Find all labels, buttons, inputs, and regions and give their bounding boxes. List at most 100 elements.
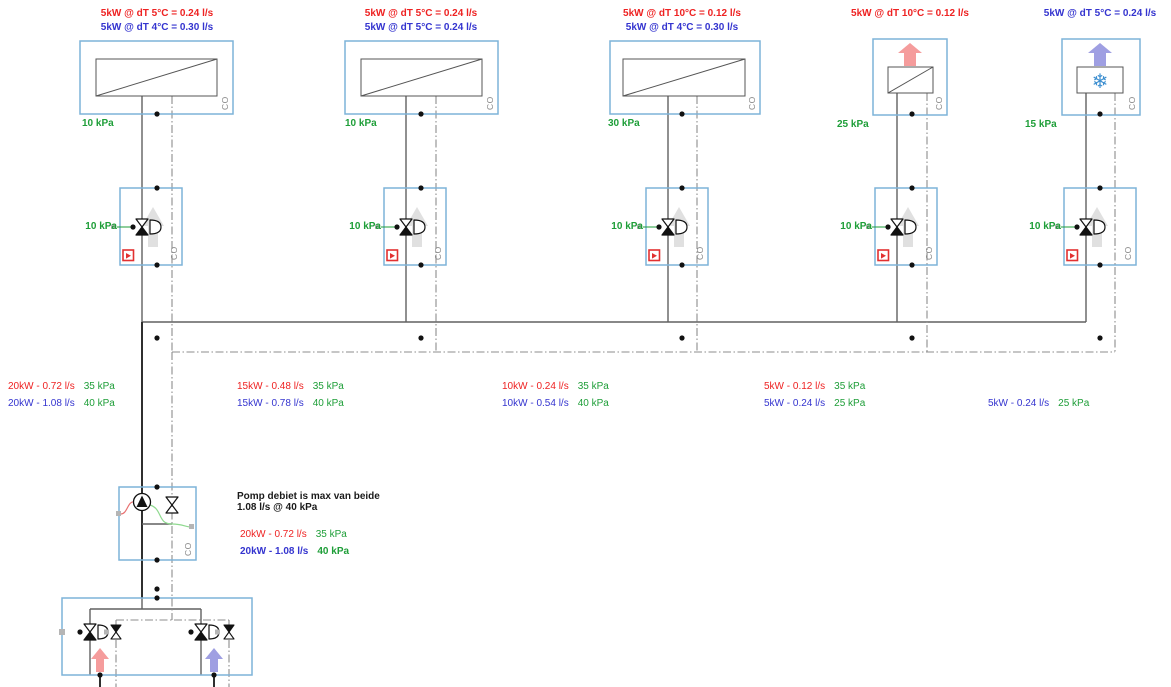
co-tag: CO [433, 246, 443, 260]
cooling-arrow-icon [205, 648, 223, 672]
trunk-label-2-heating: 15kW - 0.48 l/s 35 kPa [237, 381, 344, 392]
flow-value: 5kW - 0.24 l/s [988, 398, 1050, 409]
unit-2-heating-label: 5kW @ dT 5°C = 0.24 l/s [364, 8, 478, 19]
unit-1-pressure-label: 10 kPa [82, 118, 114, 129]
co-tag: CO [934, 96, 944, 110]
pressure-value: 40 kPa [317, 546, 350, 557]
cooling-arrow-icon [1088, 43, 1112, 66]
trunk-label-4-heating: 5kW - 0.12 l/s 35 kPa [764, 381, 865, 392]
co-tag: CO [1123, 246, 1133, 260]
handle-square [215, 629, 220, 635]
pump-icon [132, 492, 152, 512]
flow-value: 20kW - 1.08 l/s [240, 546, 309, 557]
terminal-unit-2[interactable]: CO [344, 40, 499, 115]
measure-point [1055, 224, 1060, 229]
pump-note-line1: Pomp debiet is max van beide [237, 491, 380, 502]
flow-value: 20kW - 0.72 l/s [8, 381, 75, 392]
flow-value: 10kW - 0.24 l/s [502, 381, 569, 392]
unit-4-heating-label: 5kW @ dT 10°C = 0.12 l/s [851, 8, 969, 19]
return-pipes [115, 93, 1116, 687]
unit-body [609, 40, 761, 115]
alert-icon [1066, 249, 1079, 262]
trunk-label-2-cooling: 15kW - 0.78 l/s 40 kPa [237, 398, 344, 409]
co-tag: CO [485, 96, 495, 110]
measure-point [637, 224, 642, 229]
radiator-icon [95, 58, 218, 97]
flow-value: 20kW - 1.08 l/s [8, 398, 75, 409]
heating-arrow-icon [91, 648, 109, 672]
terminal-unit-3[interactable]: CO [609, 40, 761, 115]
measure-point [375, 224, 380, 229]
unit-2-cooling-label: 5kW @ dT 5°C = 0.24 l/s [364, 22, 478, 33]
control-valve-icon [194, 623, 220, 641]
unit-2-pressure-label: 10 kPa [345, 118, 377, 129]
control-valve-icon [661, 218, 688, 236]
trunk-label-3-cooling: 10kW - 0.54 l/s 40 kPa [502, 398, 609, 409]
flow-value: 15kW - 0.78 l/s [237, 398, 304, 409]
terminal-unit-1[interactable]: CO [79, 40, 234, 115]
snowflake-icon: ❄ [1092, 69, 1109, 93]
measure-point [866, 224, 871, 229]
junction-dots [77, 111, 1103, 678]
trunk-label-5-cooling: 5kW - 0.24 l/s 25 kPa [988, 398, 1089, 409]
unit-3-heating-label: 5kW @ dT 10°C = 0.12 l/s [623, 8, 741, 19]
trunk-label-3-heating: 10kW - 0.24 l/s 35 kPa [502, 381, 609, 392]
control-valve-icon [399, 218, 426, 236]
co-tag: CO [924, 246, 934, 260]
check-valve-icon [223, 624, 235, 640]
pump-note-line2: 1.08 l/s @ 40 kPa [237, 502, 318, 513]
control-valve-icon [1079, 218, 1106, 236]
radiator-icon [887, 66, 934, 94]
terminal-unit-4[interactable]: CO [872, 38, 948, 116]
alert-icon [877, 249, 890, 262]
source-unit[interactable] [59, 597, 253, 676]
valve-assembly-1[interactable]: CO [111, 187, 183, 266]
flow-value: 10kW - 0.54 l/s [502, 398, 569, 409]
pressure-value: 40 kPa [83, 398, 115, 409]
pump-curve-heating [119, 501, 136, 515]
valve-5-pressure-label: 10 kPa [1029, 221, 1061, 232]
check-valve-icon [110, 624, 122, 640]
pressure-value: 40 kPa [577, 398, 609, 409]
co-tag: CO [1127, 96, 1137, 110]
handle-square [116, 511, 121, 516]
pressure-value: 25 kPa [1058, 398, 1090, 409]
handle-square [59, 629, 65, 635]
pump-label-heating: 20kW - 0.72 l/s 35 kPa [240, 529, 347, 540]
cooler-body [1076, 66, 1124, 94]
co-tag: CO [220, 96, 230, 110]
valve-assembly-3[interactable]: CO [637, 187, 709, 266]
trunk-label-1-cooling: 20kW - 1.08 l/s 40 kPa [8, 398, 115, 409]
valve-assembly-4[interactable]: CO [866, 187, 938, 266]
unit-5-pressure-label: 15 kPa [1025, 119, 1057, 130]
valve-assembly-2[interactable]: CO [375, 187, 447, 266]
trunk-label-4-cooling: 5kW - 0.24 l/s 25 kPa [764, 398, 865, 409]
control-valve-icon [890, 218, 917, 236]
pressure-value: 25 kPa [834, 398, 866, 409]
valve-assembly-5[interactable]: CO [1055, 187, 1137, 266]
flow-value: 5kW - 0.24 l/s [764, 398, 826, 409]
unit-3-pressure-label: 30 kPa [608, 118, 640, 129]
co-tag: CO [695, 246, 705, 260]
valve-3-pressure-label: 10 kPa [611, 221, 643, 232]
radiator-icon [360, 58, 483, 97]
handle-square [189, 524, 194, 529]
pressure-value: 40 kPa [312, 398, 344, 409]
pressure-value: 35 kPa [315, 529, 347, 540]
terminal-unit-5[interactable]: ❄ CO [1061, 38, 1141, 116]
radiator-icon [622, 58, 746, 97]
heating-arrow-icon [898, 43, 922, 66]
unit-1-cooling-label: 5kW @ dT 4°C = 0.30 l/s [100, 22, 214, 33]
valve-1-pressure-label: 10 kPa [85, 221, 117, 232]
valve-2-pressure-label: 10 kPa [349, 221, 381, 232]
pressure-value: 35 kPa [312, 381, 344, 392]
balancing-valve-icon [165, 496, 179, 514]
unit-1-heating-label: 5kW @ dT 5°C = 0.24 l/s [100, 8, 214, 19]
pressure-value: 35 kPa [83, 381, 115, 392]
handle-square [104, 629, 109, 635]
flow-value: 20kW - 0.72 l/s [240, 529, 307, 540]
measure-point [111, 224, 116, 229]
co-tag: CO [183, 542, 193, 556]
